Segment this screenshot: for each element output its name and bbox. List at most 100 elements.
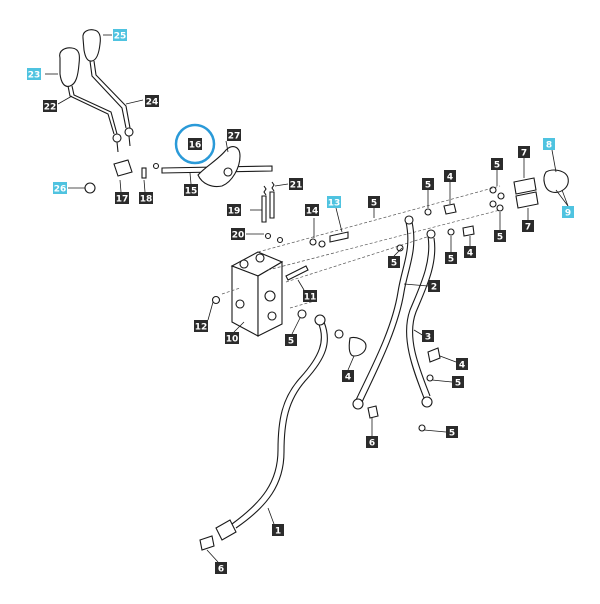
oring-5-r6 <box>496 204 504 212</box>
oring-12 <box>211 295 221 305</box>
callout-3[interactable]: 3 <box>422 330 434 343</box>
callout-27[interactable]: 27 <box>227 129 241 142</box>
callout-22[interactable]: 22 <box>43 100 57 113</box>
callout-12[interactable]: 12 <box>194 320 208 333</box>
right-fittings <box>424 169 569 237</box>
callout-25[interactable]: 25 <box>113 29 127 42</box>
oring-5-valve <box>297 309 307 319</box>
svg-text:4: 4 <box>345 373 351 383</box>
svg-text:5: 5 <box>371 199 377 209</box>
svg-text:6: 6 <box>369 439 375 449</box>
leader-lines <box>45 34 569 563</box>
callout-24[interactable]: 24 <box>145 95 159 108</box>
callout-26[interactable]: 26 <box>53 182 67 195</box>
lever-assembly <box>59 29 160 194</box>
svg-text:1: 1 <box>275 527 281 537</box>
lever-rod-left-b <box>71 85 118 135</box>
valve-port-d <box>267 311 277 321</box>
hose-3b <box>412 237 436 397</box>
callout-23[interactable]: 23 <box>27 68 41 81</box>
svg-text:9: 9 <box>565 209 571 219</box>
oring-5-hose1 <box>334 329 344 339</box>
link-ring-b <box>276 236 284 244</box>
svg-text:5: 5 <box>448 255 454 265</box>
hose-2b <box>361 221 415 403</box>
adapter-6-mid <box>367 405 379 419</box>
link-spring-a <box>263 185 267 196</box>
callout-7-bottom[interactable]: 7 <box>522 220 534 233</box>
callout-5-valve[interactable]: 5 <box>285 334 297 347</box>
oring-5-low-b <box>418 424 426 432</box>
callout-4-hose1[interactable]: 4 <box>342 370 354 383</box>
lever-link-right <box>128 135 131 147</box>
callout-14[interactable]: 14 <box>305 204 319 217</box>
oring-5-r2 <box>447 228 455 236</box>
callout-6-mid[interactable]: 6 <box>366 436 378 449</box>
svg-text:5: 5 <box>288 337 294 347</box>
washer-14b <box>318 240 326 248</box>
svg-text:11: 11 <box>304 293 317 303</box>
bolt-13 <box>329 231 349 243</box>
svg-text:5: 5 <box>449 429 455 439</box>
valve-port-a <box>239 259 249 269</box>
callout-10[interactable]: 10 <box>225 332 239 345</box>
callout-16[interactable]: 16 <box>188 138 202 151</box>
control-arm-body <box>197 146 241 188</box>
assembly-guides <box>221 185 501 309</box>
svg-text:5: 5 <box>391 259 397 269</box>
oring-5-low-a <box>426 374 434 382</box>
hose-1-line-a <box>231 321 322 525</box>
callout-5-top-b[interactable]: 5 <box>422 178 434 191</box>
oring-5-r4 <box>497 192 505 200</box>
callout-13[interactable]: 13 <box>327 196 341 209</box>
oring-5-r3 <box>489 186 497 194</box>
svg-text:3: 3 <box>425 333 431 343</box>
callout-15[interactable]: 15 <box>184 184 198 197</box>
callout-18[interactable]: 18 <box>139 192 153 205</box>
valve-port-b <box>255 253 265 263</box>
dust-caps-8 <box>543 169 569 193</box>
callout-17[interactable]: 17 <box>115 192 129 205</box>
callout-7-top[interactable]: 7 <box>518 146 530 159</box>
svg-text:16: 16 <box>189 141 202 151</box>
lever-knob-left <box>59 47 81 87</box>
hose-1 <box>199 314 367 551</box>
clip-ring <box>84 182 96 194</box>
callout-4-low[interactable]: 4 <box>456 358 468 371</box>
svg-text:4: 4 <box>447 173 453 183</box>
callout-5-low-a[interactable]: 5 <box>452 376 464 389</box>
callout-4-top-a[interactable]: 4 <box>444 170 456 183</box>
callout-19[interactable]: 19 <box>227 204 241 217</box>
callout-5-mid-a[interactable]: 5 <box>445 252 457 265</box>
callout-8[interactable]: 8 <box>543 138 555 151</box>
svg-text:22: 22 <box>44 103 57 113</box>
callout-5-extra[interactable]: 5 <box>388 256 400 269</box>
svg-text:4: 4 <box>459 361 465 371</box>
callout-21[interactable]: 21 <box>289 178 303 191</box>
callout-6-bottom[interactable]: 6 <box>215 562 227 575</box>
callout-5-top-c[interactable]: 5 <box>491 158 503 171</box>
callout-5-low-b[interactable]: 5 <box>446 426 458 439</box>
svg-text:6: 6 <box>218 565 224 575</box>
callout-11[interactable]: 11 <box>303 290 317 303</box>
svg-text:5: 5 <box>425 181 431 191</box>
svg-text:19: 19 <box>228 207 241 217</box>
svg-text:17: 17 <box>116 195 129 205</box>
callout-1[interactable]: 1 <box>272 524 284 537</box>
callout-5-mid-b[interactable]: 5 <box>494 230 506 243</box>
link-spring-b <box>271 181 275 192</box>
link-ring-a <box>264 232 272 240</box>
svg-text:5: 5 <box>497 233 503 243</box>
lever-rod-right <box>89 60 127 129</box>
hose-3-fitting-bottom <box>421 396 433 408</box>
callout-20[interactable]: 20 <box>231 228 245 241</box>
svg-text:7: 7 <box>521 149 527 159</box>
quick-coupler-7a <box>513 177 537 195</box>
callout-5-top-a[interactable]: 5 <box>368 196 380 209</box>
hoses-2-3 <box>352 215 441 432</box>
callout-4-mid[interactable]: 4 <box>464 246 476 259</box>
valve-port-c <box>264 290 276 302</box>
callout-9[interactable]: 9 <box>562 206 574 219</box>
callout-2[interactable]: 2 <box>428 280 440 293</box>
